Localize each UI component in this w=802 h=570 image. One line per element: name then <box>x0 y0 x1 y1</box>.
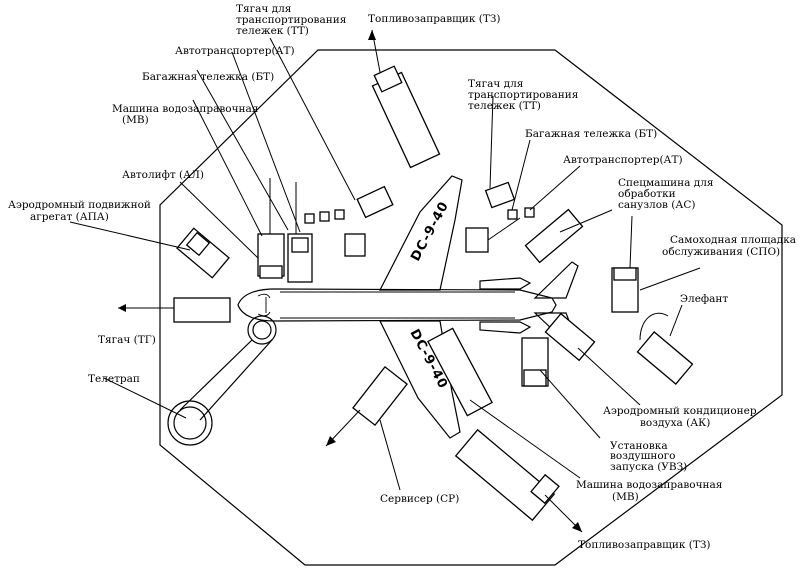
label-specmashina: Спецмашина для обработки санузлов (АС) <box>618 177 717 211</box>
aircraft-wing-lower <box>379 320 461 439</box>
label-elefant: Элефант <box>680 293 728 305</box>
baggage-train-top <box>304 185 394 224</box>
label-bagazhnaya-right: Багажная тележка (БТ) <box>525 128 657 140</box>
aircraft-engine-lower <box>479 321 532 334</box>
vehicle-elefant <box>636 312 694 385</box>
label-avtolift: Автолифт (АЛ) <box>122 169 204 181</box>
aircraft-wing-upper <box>379 175 463 291</box>
vehicle-spo <box>611 215 639 313</box>
cart-wing-root <box>344 233 366 257</box>
vehicle-specmashina-ac <box>524 208 584 264</box>
label-bagazhnaya-top: Багажная тележка (БТ) <box>142 71 274 83</box>
vehicle-vodozapravochnaya-bottom <box>427 327 493 417</box>
registration-upper: DC-9-40 <box>408 199 452 264</box>
aircraft-engine-upper <box>479 277 532 290</box>
vehicle-servicer <box>325 365 408 447</box>
aircraft-cockpit <box>257 293 271 317</box>
label-avtotransporter-right: Автотранспортер(АТ) <box>563 154 683 166</box>
label-uvz: Установка воздушного запуска (УВЗ) <box>610 440 687 473</box>
label-vodozapravochnaya-top: Машина водозаправочная (МВ) <box>112 103 262 126</box>
service-zone-octagon <box>159 49 783 566</box>
vehicle-avtotransporter-right <box>465 217 521 253</box>
label-toplivozapravshchik-bottom: Топливозаправщик (ТЗ) <box>578 539 711 551</box>
label-avtotransporter-top: Автотранспортер(АТ) <box>175 45 295 57</box>
tug-tg <box>173 297 231 323</box>
label-teletrap: Телетрап <box>88 373 140 385</box>
label-vodozapravochnaya-bottom: Машина водозаправочная (МВ) <box>576 479 726 503</box>
vehicle-avtotransporter-left <box>287 182 313 283</box>
vehicle-apa <box>176 227 230 279</box>
label-apa: Аэродромный подвижной агрегат (АПА) <box>8 199 154 223</box>
vehicle-avtolift <box>257 178 285 279</box>
aircraft-fuselage <box>237 288 557 322</box>
teletrap-jet-bridge <box>167 315 277 446</box>
vehicle-toplivozapravshchik-bottom <box>454 428 583 533</box>
label-tyagach-tt-top: Тягач для транспортирования тележек (ТТ) <box>236 3 350 37</box>
label-spo: Самоходная площадка обслуживания (СПО) <box>662 234 799 258</box>
vehicle-uvz <box>521 337 549 387</box>
label-tyagach-tt-right: Тягач для транспортирования тележек (ТТ) <box>468 78 582 112</box>
aircraft-tail-upper <box>533 261 579 299</box>
label-toplivozapravshchik-top: Топливозаправщик (ТЗ) <box>368 13 501 25</box>
label-servicer: Сервисер (СР) <box>380 493 459 505</box>
label-tyagach-tg: Тягач (ТГ) <box>98 334 156 346</box>
vehicle-tyagach-tt-right <box>484 181 516 209</box>
vehicle-toplivozapravshchik-top <box>368 29 441 169</box>
label-kondicioner: Аэродромный кондиционер воздуха (АК) <box>603 405 760 429</box>
vehicle-kondicioner-ak <box>544 312 596 362</box>
